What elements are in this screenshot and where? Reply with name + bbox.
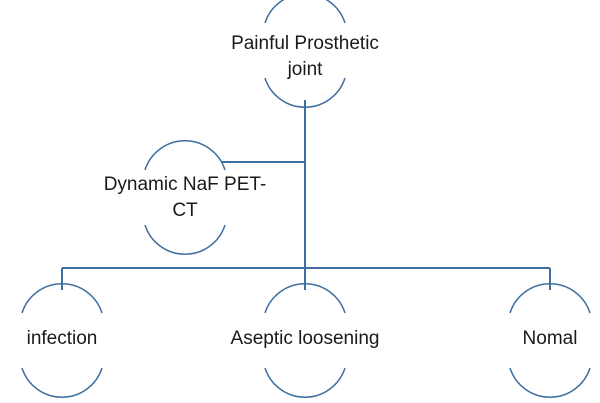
- method-node-bottom-arc: [144, 224, 226, 255]
- root-node-label-line1: Painful Prosthetic: [231, 33, 379, 54]
- root-node-bottom-arc: [264, 77, 346, 108]
- leaf-left-bottom-arc: [21, 367, 103, 398]
- leaf-center-label: Aseptic loosening: [230, 328, 380, 349]
- connector-lines: [61, 100, 551, 290]
- method-node-top-arc: [144, 140, 226, 171]
- node-arcs: [21, 0, 591, 398]
- leaf-right-label: Nomal: [522, 328, 578, 349]
- leaf-right-bottom-arc: [509, 367, 591, 398]
- root-node-label-line2: joint: [287, 59, 323, 80]
- leaf-right-top-arc: [509, 283, 591, 314]
- leaf-center-top-arc: [264, 283, 346, 314]
- method-node-label-line2: CT: [172, 200, 198, 221]
- root-node-top-arc: [264, 0, 346, 24]
- root-node-label: Painful Prosthetic joint: [205, 31, 405, 83]
- leaf-left-label: infection: [26, 328, 98, 349]
- method-node-label-line1: Dynamic NaF PET-: [103, 174, 267, 195]
- leaf-center-bottom-arc: [264, 367, 346, 398]
- method-node-label: Dynamic NaF PET- CT: [85, 172, 285, 224]
- leaf-left-top-arc: [21, 283, 103, 314]
